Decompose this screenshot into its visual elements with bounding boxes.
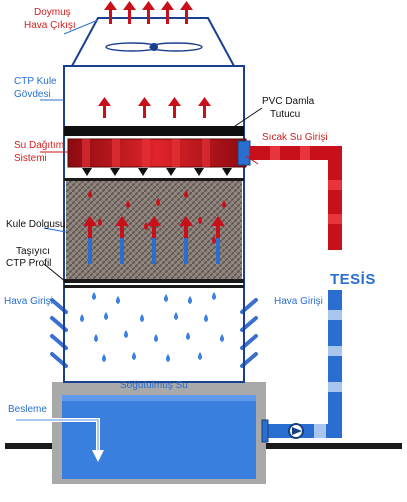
fill-arrow	[147, 216, 161, 264]
nozzle	[138, 168, 148, 176]
fill-arrow	[211, 216, 225, 264]
exhaust-arrow	[161, 1, 174, 24]
pvc-drift-eliminator	[64, 126, 244, 136]
label-ctp-body-2: Gövdesi	[14, 89, 51, 100]
exhaust-arrow	[104, 1, 117, 24]
makeup-arrow	[92, 450, 104, 462]
label-pvc-eliminator-2: Tutucu	[270, 109, 300, 120]
exhaust-arrow	[123, 1, 136, 24]
distribution-pipe	[67, 138, 251, 168]
fill-arrow	[179, 216, 193, 264]
ctp-support-profile	[64, 279, 244, 288]
rising-arrow	[138, 97, 151, 118]
rising-arrow	[198, 97, 211, 118]
makeup-water-line	[16, 418, 104, 462]
fill-arrow	[115, 216, 129, 264]
fill-air-arrows	[83, 216, 225, 264]
leader-lines	[40, 19, 263, 283]
outlet-flange	[261, 419, 269, 443]
fan-stack	[70, 17, 236, 67]
label-pvc-eliminator-1: PVC Damla	[262, 96, 315, 107]
pipe-flange	[237, 140, 251, 166]
exhaust-arrows	[104, 1, 193, 24]
label-air-in-right: Hava Girişi	[274, 296, 323, 307]
nozzle	[222, 168, 232, 176]
fill-arrow	[83, 216, 97, 264]
nozzle	[82, 168, 92, 176]
label-plant: TESİS	[330, 271, 376, 288]
tower-upper-chamber	[66, 68, 242, 126]
cold-water-drops	[80, 292, 224, 362]
hot-water-drops	[88, 190, 226, 244]
label-ctp-body-1: CTP Kule	[14, 76, 57, 87]
label-hot-air-out-1: Doymuş	[34, 7, 71, 18]
hot-water-inlet-pipe	[250, 146, 342, 250]
label-hot-water-in: Sıcak Su Girişi	[262, 132, 328, 143]
fan-hub	[150, 43, 158, 51]
label-support-2: CTP Profil	[6, 258, 51, 269]
exhaust-arrow	[180, 1, 193, 24]
label-support-1: Taşıyıcı	[16, 246, 50, 257]
nozzle	[166, 168, 176, 176]
label-air-in-left: Hava Girişi	[4, 296, 53, 307]
exhaust-arrow	[142, 1, 155, 24]
label-makeup: Besleme	[8, 404, 47, 415]
label-fill: Kule Dolgusu	[6, 219, 65, 230]
label-distribution-1: Su Dağıtım	[14, 140, 64, 151]
rising-air-arrows	[98, 97, 211, 118]
spray-nozzles	[82, 168, 232, 176]
label-hot-air-out-2: Hava Çıkışı	[24, 20, 76, 31]
label-cold-water: Soğutulmuş Su	[120, 380, 188, 391]
rising-arrow	[98, 97, 111, 118]
nozzle	[110, 168, 120, 176]
label-distribution-2: Sistemi	[14, 153, 47, 164]
cold-water-basin	[52, 382, 266, 484]
nozzle	[194, 168, 204, 176]
basin-water-surface	[62, 395, 256, 401]
cold-water-return-pipe	[261, 290, 342, 443]
basin-water	[62, 395, 256, 479]
tower-body	[63, 65, 245, 383]
rising-arrow	[168, 97, 181, 118]
fill-top-edge	[64, 178, 244, 181]
